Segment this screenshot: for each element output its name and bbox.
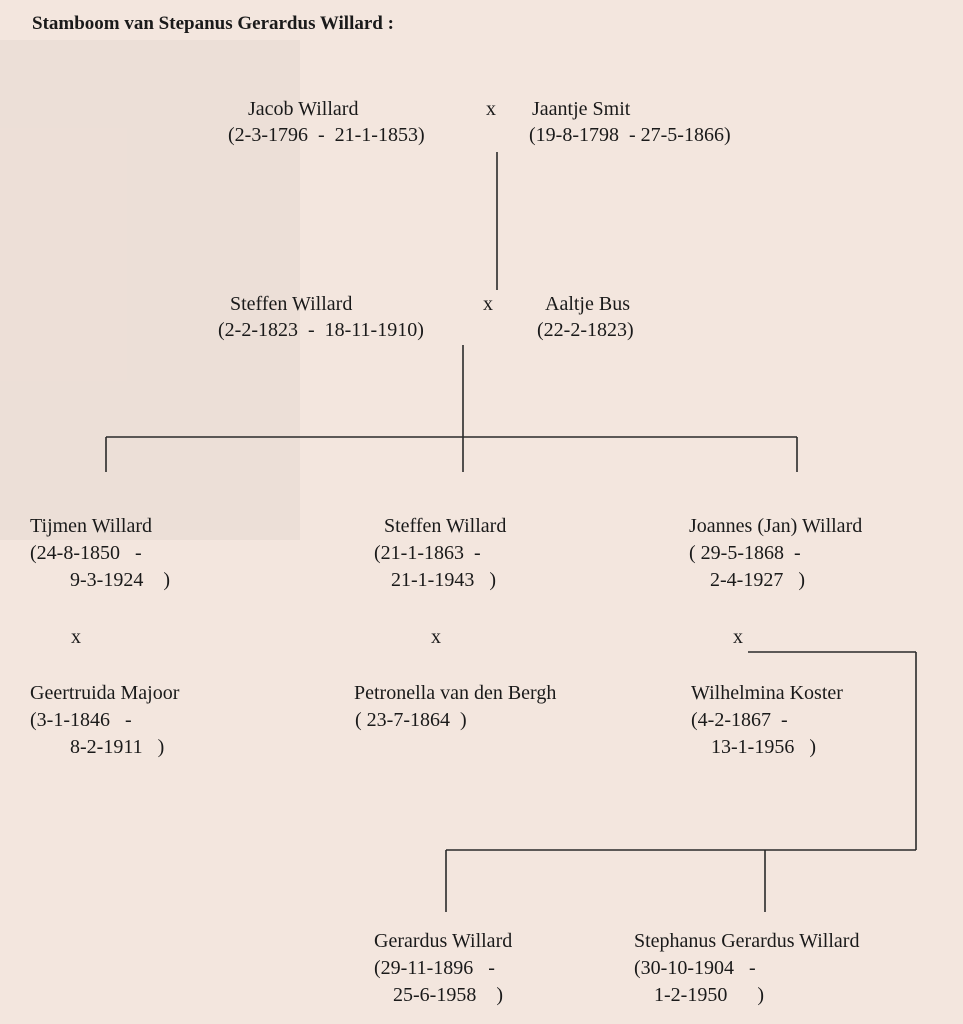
gen3-child2-name: Steffen Willard	[384, 515, 507, 537]
gen3-spouse3-dates2: 13-1-1956 )	[711, 736, 816, 758]
gen3-spouse1-dates2: 8-2-1911 )	[70, 736, 165, 758]
gen2-husband-name: Steffen Willard	[230, 293, 353, 315]
gen3-child2-dates1: (21-1-1863 -	[374, 542, 481, 564]
gen3-child3-dates2: 2-4-1927 )	[710, 569, 805, 591]
gen2-husband-dates: (2-2-1823 - 18-11-1910)	[218, 319, 424, 341]
gen1-wife-name: Jaantje Smit	[532, 98, 631, 120]
gen1-husband-dates: (2-3-1796 - 21-1-1853)	[228, 124, 425, 146]
gen1-husband-name: Jacob Willard	[248, 98, 359, 120]
page-title: Stamboom van Stepanus Gerardus Willard :	[32, 13, 394, 34]
gen3-child1-marriage-x: x	[71, 626, 81, 648]
gen2-wife-dates: (22-2-1823)	[537, 319, 634, 341]
gen3-spouse1-name: Geertruida Majoor	[30, 682, 180, 704]
background-shade	[0, 40, 300, 540]
gen4-child1-dates2: 25-6-1958 )	[393, 984, 503, 1006]
gen3-child1-dates2: 9-3-1924 )	[70, 569, 170, 591]
gen3-child2-dates2: 21-1-1943 )	[391, 569, 496, 591]
gen3-child1-name: Tijmen Willard	[30, 515, 152, 537]
gen1-marriage-x: x	[486, 98, 496, 120]
gen3-spouse3-dates1: (4-2-1867 -	[691, 709, 788, 731]
gen4-child1-dates1: (29-11-1896 -	[374, 957, 495, 979]
gen3-child2-marriage-x: x	[431, 626, 441, 648]
gen3-child3-dates1: ( 29-5-1868 -	[689, 542, 801, 564]
gen3-spouse3-name: Wilhelmina Koster	[691, 682, 843, 704]
gen3-spouse2-dates1: ( 23-7-1864 )	[355, 709, 467, 731]
gen2-wife-name: Aaltje Bus	[545, 293, 630, 315]
gen4-child1-name: Gerardus Willard	[374, 930, 513, 952]
gen4-child2-dates1: (30-10-1904 -	[634, 957, 756, 979]
gen3-child3-name: Joannes (Jan) Willard	[689, 515, 863, 537]
gen3-spouse1-dates1: (3-1-1846 -	[30, 709, 132, 731]
gen3-child1-dates1: (24-8-1850 -	[30, 542, 142, 564]
gen1-wife-dates: (19-8-1798 - 27-5-1866)	[529, 124, 731, 146]
gen3-child3-marriage-x: x	[733, 626, 743, 648]
gen4-child2-name: Stephanus Gerardus Willard	[634, 930, 860, 952]
gen2-marriage-x: x	[483, 293, 493, 315]
gen3-spouse2-name: Petronella van den Bergh	[354, 682, 557, 704]
gen4-child2-dates2: 1-2-1950 )	[654, 984, 764, 1006]
